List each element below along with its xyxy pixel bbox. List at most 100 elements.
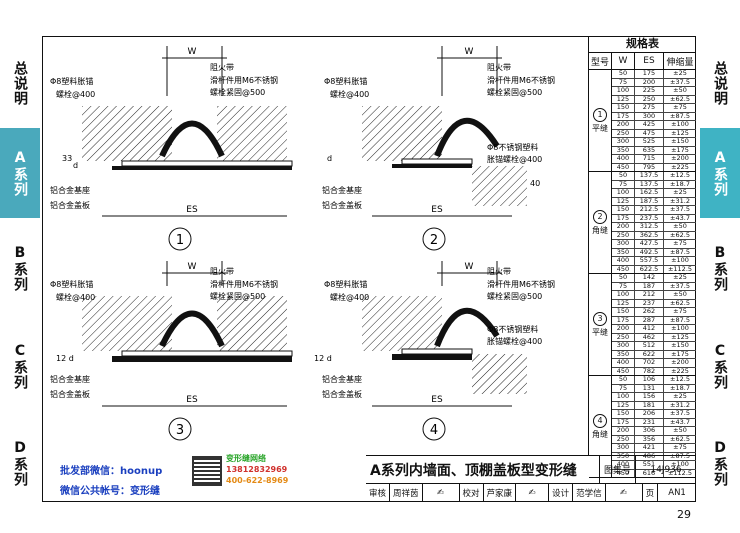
spec-cell-es: 622.5 <box>635 265 664 273</box>
tab-b-series-right[interactable]: B系列 <box>712 245 728 292</box>
spec-cell-disp: ±25 <box>673 273 687 281</box>
spec-cell-disp: ±112.5 <box>667 264 693 273</box>
spec-cell-w: 300 <box>612 443 635 452</box>
spec-cell-es: 212.5 <box>635 205 664 214</box>
label-anchor-3: Φ8塑料胀锚 <box>50 279 93 289</box>
spec-cell-es: 702 <box>635 358 664 367</box>
detail-number-2: 2 <box>430 233 438 248</box>
label-bolt400-2: 螺栓@400 <box>330 89 369 99</box>
spec-group-name: 平缝 <box>592 123 608 133</box>
fire-strip-arc-4 <box>434 307 500 348</box>
label-ss-anchor-4: Φ8不锈钢塑料 <box>487 324 538 334</box>
spec-cell-es: 312.5 <box>635 222 664 231</box>
dim-w-3: W <box>188 262 197 272</box>
label-cover-4: 铝合金盖板 <box>322 389 362 399</box>
spec-cell-es: 715 <box>635 154 664 163</box>
dim-w-2: W <box>465 47 474 57</box>
label-bolt500-2: 螺栓紧固@500 <box>487 87 542 97</box>
spec-cell-disp: ±62.5 <box>670 434 690 443</box>
aluminum-cover-4 <box>392 354 472 360</box>
spec-cell-es: 137.5 <box>635 171 664 180</box>
spec-cell-disp: ±200 <box>671 154 689 162</box>
spec-cell-disp: ±75 <box>673 103 687 111</box>
aluminum-base-2 <box>401 158 473 165</box>
tab-d-series-left[interactable]: D系列 <box>12 439 28 487</box>
tab-general-right[interactable]: 总说明 <box>712 61 728 106</box>
label-slider-3: 滑杆件用M6不锈钢 <box>210 279 278 289</box>
spec-cell-es: 206 <box>635 409 664 418</box>
tab-c-series-left[interactable]: C系列 <box>12 342 28 390</box>
aluminum-base-4 <box>401 348 473 355</box>
spec-group-name: 角缝 <box>592 429 608 439</box>
label-fire-strip-2: 阻火带 <box>487 63 511 72</box>
spec-cell-disp: ±37.5 <box>670 77 690 86</box>
reviewer-name: 周祥茵 <box>390 484 423 502</box>
spec-cell-w: 400 <box>612 460 635 469</box>
spec-cell-disp: ±150 <box>671 341 689 349</box>
spec-cell-disp: ±175 <box>671 349 689 358</box>
label-fire-strip-4: 阻火带 <box>487 267 511 276</box>
spec-cell-disp: ±50 <box>673 290 687 298</box>
design-label: 设计 <box>549 484 574 502</box>
label-base-3: 铝合金基座 <box>50 374 90 384</box>
spec-cell-es: 306 <box>635 426 664 435</box>
spec-cell-disp: ±18.7 <box>670 179 690 188</box>
spec-cell-disp: ±87.5 <box>670 247 690 256</box>
spec-cell-disp: ±25 <box>673 69 687 77</box>
drawing-sheet <box>42 36 696 502</box>
spec-cell-w: 125 <box>612 299 635 307</box>
spec-cell-disp: ±43.7 <box>670 213 690 222</box>
checker-name: 芦家康 <box>484 484 517 502</box>
tab-c-series-right[interactable]: C系列 <box>712 342 728 390</box>
drawing-title: A系列内墙面、顶棚盖板型变形缝 <box>366 456 600 483</box>
designer-signature: ✍ <box>606 484 643 502</box>
wall-hatch-left-3 <box>82 296 172 351</box>
tab-a-series-right[interactable]: A系列 <box>700 128 740 218</box>
tab-general-left[interactable]: 总说明 <box>12 61 28 106</box>
left-section-tabs: 总说明 A系列 B系列 C系列 D系列 <box>0 36 40 533</box>
dim-w-4: W <box>465 262 474 272</box>
tab-a-series-left[interactable]: A系列 <box>0 128 40 218</box>
spec-cell-es: 262 <box>635 307 664 316</box>
spec-cell-w: 200 <box>612 120 635 129</box>
wall-hatch-corner-2 <box>472 166 527 206</box>
spec-cell-es: 421 <box>635 443 664 452</box>
spec-cell-es: 237.5 <box>635 214 664 222</box>
spec-cell-es: 525 <box>635 137 664 146</box>
spec-cell-es: 512 <box>635 341 664 350</box>
spec-cell-es: 187.5 <box>635 197 664 205</box>
tab-b-series-left[interactable]: B系列 <box>12 245 28 292</box>
check-label: 校对 <box>460 484 484 502</box>
spec-cell-disp: ±18.7 <box>670 383 690 392</box>
contact-info: 变形缝网络 13812832969 400-622-8969 <box>226 453 288 486</box>
spec-cell-w: 50 <box>612 375 635 384</box>
spec-cell-es: 475 <box>635 129 664 137</box>
spec-cell-disp: ±37.5 <box>670 205 690 213</box>
spec-cell-disp: ±87.5 <box>670 315 690 324</box>
label-anchor-4: Φ8塑料胀锚 <box>324 279 367 289</box>
label-bolt400-3: 螺栓@400 <box>56 292 95 302</box>
spec-cell-disp: ±75 <box>673 239 687 247</box>
tab-d-series-right[interactable]: D系列 <box>712 439 728 487</box>
spec-cell-w: 400 <box>612 358 635 367</box>
spec-cell-w: 125 <box>612 95 635 103</box>
spec-cell-es: 551 <box>635 460 664 469</box>
spec-group-number: 4 <box>593 413 607 428</box>
